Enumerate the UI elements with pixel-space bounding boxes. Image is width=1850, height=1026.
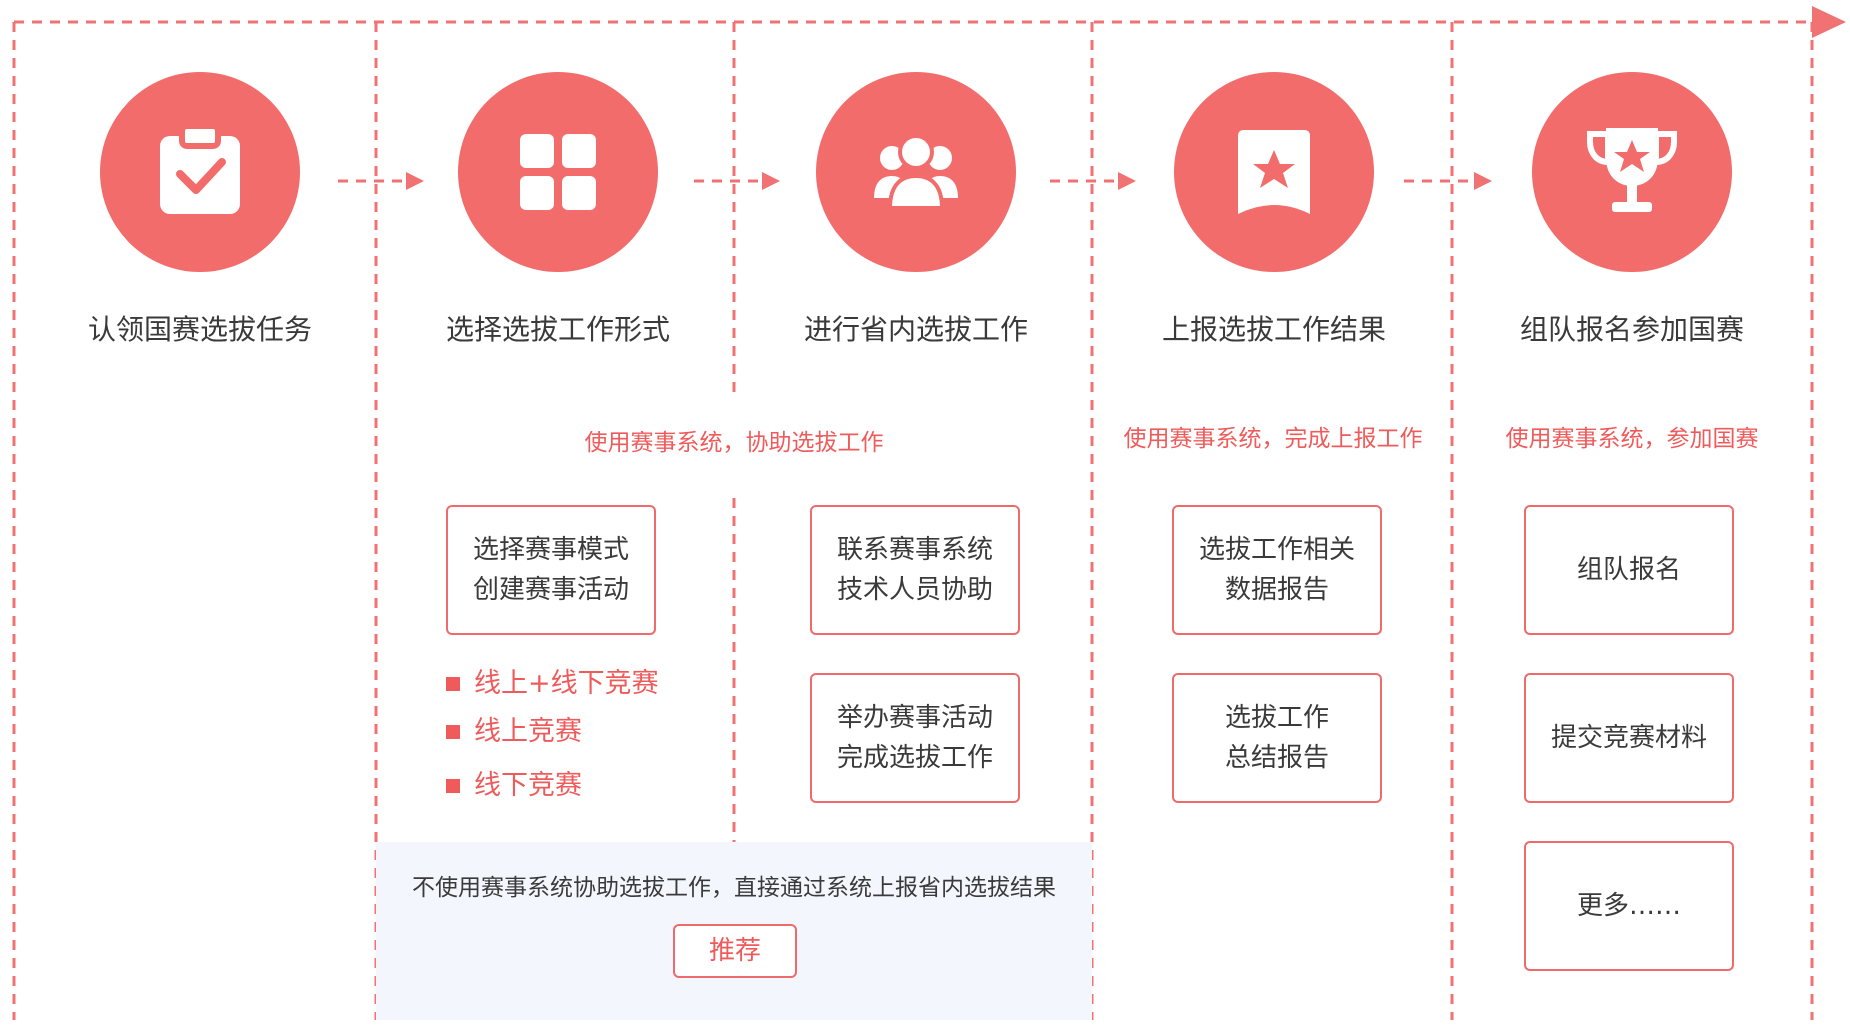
box-line: 组队报名 <box>1576 555 1681 585</box>
option-online-offline: 线上+线下竞赛 <box>446 666 659 702</box>
step-label-choose: 选择选拔工作形式 <box>445 313 670 346</box>
box-line: 总结报告 <box>1224 743 1329 773</box>
box-line: 提交竞赛材料 <box>1550 723 1707 753</box>
recommend-button[interactable]: 推荐 <box>673 924 797 978</box>
section-label-assist: 使用赛事系统，协助选拔工作 <box>584 430 884 456</box>
box-contact-tech: 联系赛事系统 技术人员协助 <box>810 505 1020 635</box>
option-label: 线上+线下竞赛 <box>474 668 659 699</box>
box-line: 举办赛事活动 <box>836 703 993 733</box>
step-label-report: 上报选拔工作结果 <box>1161 313 1386 346</box>
section-label-compete: 使用赛事系统，参加国赛 <box>1505 426 1759 452</box>
box-more: 更多…… <box>1524 841 1734 971</box>
box-line: 数据报告 <box>1224 575 1329 605</box>
bullet-square <box>446 725 460 739</box>
box-data-report: 选拔工作相关 数据报告 <box>1172 505 1382 635</box>
box-line: 技术人员协助 <box>836 575 993 605</box>
group-users-icon <box>874 134 958 210</box>
box-select-mode: 选择赛事模式 创建赛事活动 <box>446 505 656 635</box>
clipboard-check-icon <box>160 123 240 214</box>
grid-icon <box>520 134 596 210</box>
box-line: 选择赛事模式 <box>472 535 629 565</box>
step-label-compete: 组队报名参加国赛 <box>1519 313 1744 346</box>
option-label: 线上竞赛 <box>474 716 582 747</box>
box-line: 选拔工作 <box>1224 703 1329 733</box>
step-circle-choose <box>458 72 658 272</box>
step-label-conduct: 进行省内选拔工作 <box>803 313 1028 346</box>
step-circle-claim <box>100 72 300 272</box>
bullet-square <box>446 677 460 691</box>
option-label: 线下竞赛 <box>474 770 582 801</box>
option-online: 线上竞赛 <box>446 714 582 750</box>
box-submit-material: 提交竞赛材料 <box>1524 673 1734 803</box>
box-line: 创建赛事活动 <box>472 575 629 605</box>
box-host-event: 举办赛事活动 完成选拔工作 <box>810 673 1020 803</box>
step-circle-conduct <box>816 72 1016 272</box>
box-line: 联系赛事系统 <box>836 535 993 565</box>
box-line: 选拔工作相关 <box>1198 535 1355 565</box>
step-label-claim: 认领国赛选拔任务 <box>87 313 312 346</box>
box-summary-report: 选拔工作 总结报告 <box>1172 673 1382 803</box>
bullet-square <box>446 779 460 793</box>
alternative-text: 不使用赛事系统协助选拔工作，直接通过系统上报省内选拔结果 <box>412 875 1056 901</box>
box-line: 更多…… <box>1576 891 1681 921</box>
step-circle-report <box>1174 72 1374 272</box>
box-team-signup: 组队报名 <box>1524 505 1734 635</box>
option-offline: 线下竞赛 <box>446 768 582 804</box>
box-line: 完成选拔工作 <box>836 743 993 773</box>
star-badge-icon <box>1238 130 1310 214</box>
section-label-report: 使用赛事系统，完成上报工作 <box>1123 426 1423 452</box>
step-circle-compete <box>1532 72 1732 272</box>
trophy-icon <box>1587 128 1677 212</box>
